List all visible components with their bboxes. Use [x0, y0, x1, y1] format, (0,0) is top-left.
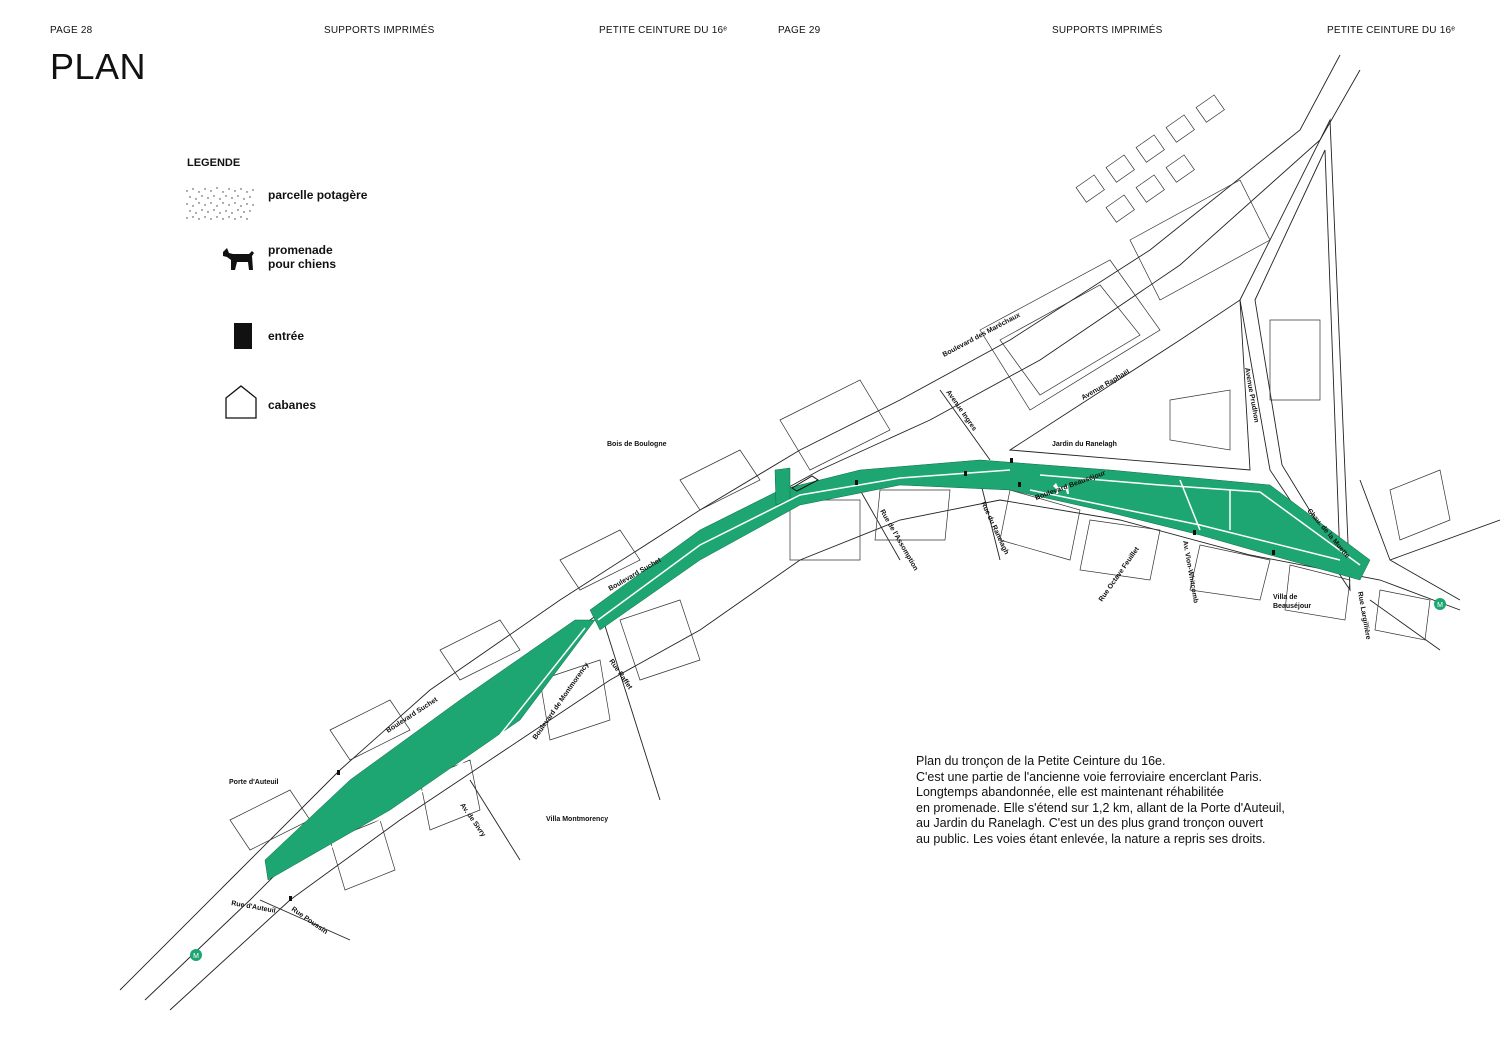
label-rue-poussin: Rue Poussin	[290, 906, 329, 936]
label-rue-largilliere: Rue Largillière	[1356, 591, 1371, 640]
dotted-pattern-icon	[186, 187, 254, 220]
label-av-vion-whitcomb: Av. Vion-Whitcomb	[1181, 540, 1199, 604]
header-topic-right: PETITE CEINTURE DU 16ᵉ	[1327, 25, 1456, 36]
metro-marker-la-muette: M	[1434, 598, 1446, 610]
legend-title: LEGENDE	[187, 157, 241, 169]
legend-label-potager: parcelle potagère	[268, 188, 368, 202]
header-section-right: SUPPORTS IMPRIMÉS	[1052, 25, 1163, 36]
label-villa-de-beausejour-2: Beauséjour	[1273, 603, 1311, 610]
page-title: PLAN	[50, 46, 147, 87]
label-av-de-sivry: Av. de Sivry	[458, 802, 486, 838]
svg-text:M: M	[193, 953, 199, 960]
legend-label-cabanes: cabanes	[268, 398, 317, 412]
label-villa-de-beausejour-1: Villa de	[1273, 594, 1297, 601]
map-dog-icon	[1053, 483, 1069, 494]
label-porte-d-auteuil: Porte d'Auteuil	[229, 779, 279, 786]
label-boulevard-des-marechaux: Boulevard des Maréchaux	[942, 312, 1022, 359]
legend-label-promenade: promenade pour chiens	[268, 243, 337, 271]
label-avenue-raphael: Avenue Raphaël	[1081, 369, 1131, 402]
label-rue-d-auteuil: Rue d'Auteuil	[231, 900, 276, 915]
header-section-left: SUPPORTS IMPRIMÉS	[324, 25, 435, 36]
green-paths	[289, 469, 1361, 871]
header-page-right: PAGE 29	[778, 25, 821, 36]
header-topic-left: PETITE CEINTURE DU 16ᵉ	[599, 25, 728, 36]
label-villa-montmorency: Villa Montmorency	[546, 816, 608, 823]
entrance-markers	[289, 458, 1275, 901]
dog-icon	[223, 248, 254, 270]
city-blocks	[229, 94, 1451, 891]
label-avenue-ingres: Avenue Ingres	[944, 389, 977, 432]
label-rue-octave-feuillet: Rue Octave Feuillet	[1098, 545, 1141, 603]
label-rue-du-ranelagh: Rue du Ranelagh	[979, 501, 1010, 556]
legend-label-entree: entrée	[268, 329, 305, 343]
label-rue-raffet: Rue Raffet	[607, 658, 633, 691]
cabin-house-icon	[225, 385, 257, 419]
entrance-rect-icon	[234, 323, 252, 349]
map-description: Plan du tronçon de la Petite Ceinture du…	[916, 754, 1285, 846]
metro-marker-porte-auteuil: M	[190, 949, 202, 961]
label-jardin-du-ranelagh: Jardin du Ranelagh	[1052, 441, 1117, 448]
svg-text:M: M	[1437, 602, 1443, 609]
header-page-left: PAGE 28	[50, 25, 93, 36]
map-cabin-icon	[791, 475, 819, 492]
label-bois-de-boulogne: Bois de Boulogne	[607, 441, 667, 448]
